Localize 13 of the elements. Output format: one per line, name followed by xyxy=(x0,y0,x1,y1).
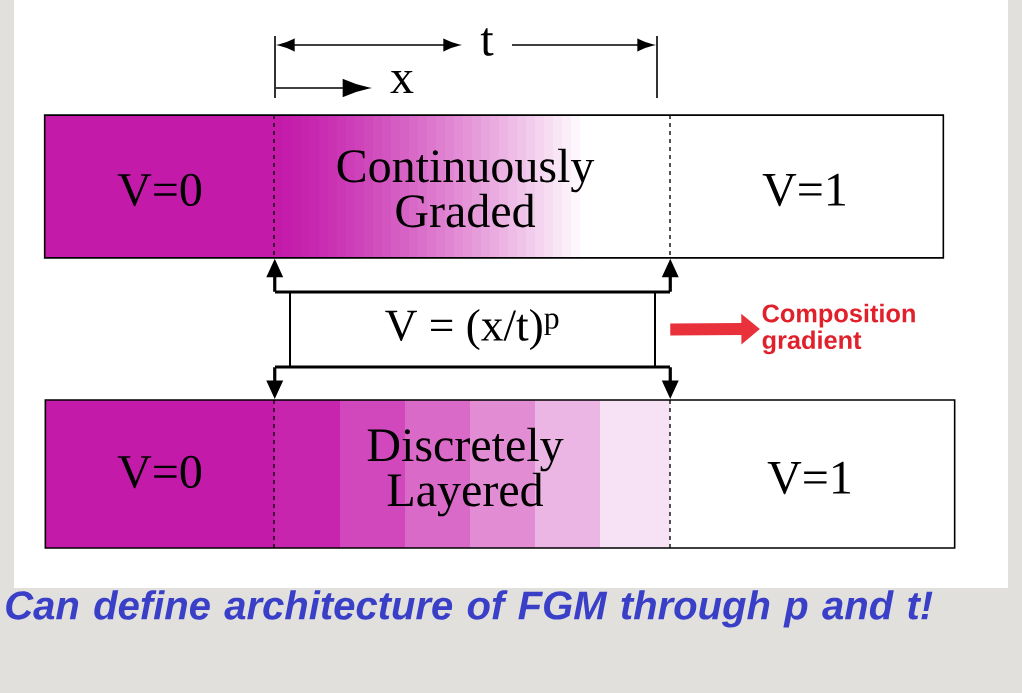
region-label: Discretely Layered xyxy=(367,427,564,517)
formula-box: V = (x/t)$^{p}$ xyxy=(273,290,672,369)
region-label: V=0 xyxy=(117,173,202,207)
region-label: V=1 xyxy=(762,173,845,207)
caption: Can define architecture of FGM through p and t! xyxy=(6,590,933,628)
material-bar xyxy=(44,399,956,549)
region-label: Continuously Graded xyxy=(337,148,595,228)
region-label: V=0 xyxy=(117,455,202,489)
region-label: V=1 xyxy=(767,461,850,495)
material-bar xyxy=(43,114,945,259)
annotation-text: Composition gradient xyxy=(762,303,915,355)
dimension-label: t xyxy=(480,28,494,56)
dimension-label: x xyxy=(390,71,414,93)
